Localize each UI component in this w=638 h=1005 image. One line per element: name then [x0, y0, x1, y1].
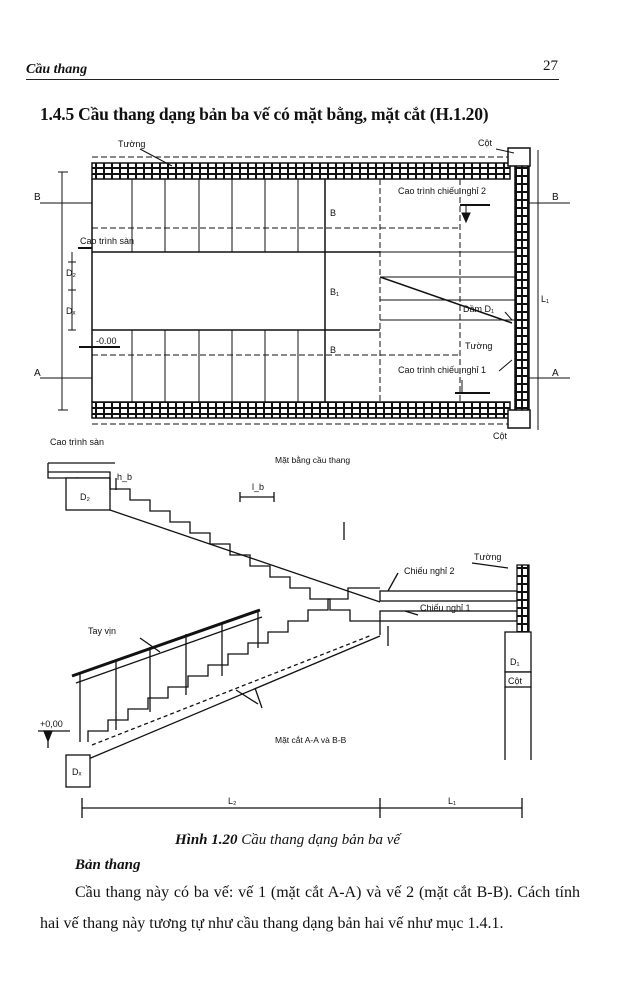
plan-wall-bottom — [91, 401, 511, 419]
section-label-cao-trinh-san: Cao trình sàn — [50, 437, 104, 447]
plan-label-cao-trinh-nghi-1: Cao trình chiếu nghỉ 1 — [398, 365, 486, 375]
header-rule — [26, 79, 559, 80]
plan-wall-right — [514, 162, 530, 419]
figure-caption: Hình 1.20 Cầu thang dạng bản ba vế — [175, 832, 400, 849]
plan-caption: Mặt bằng cầu thang — [275, 455, 350, 465]
section-heading: 1.4.5 Cầu thang dạng bản ba vế có mặt bằ… — [40, 104, 489, 124]
plan-view — [40, 147, 570, 430]
plan-column-bottom — [507, 409, 531, 429]
plan-label-L1-side: L₁ — [541, 294, 549, 304]
section-view — [38, 462, 532, 818]
plan-label-dam-D1: Dầm D₁ — [463, 304, 494, 314]
section-dim-L2: L₂ — [228, 796, 237, 806]
plan-label-cao-trinh-nghi-2: Cao trình chiếu nghỉ 2 — [398, 186, 486, 196]
plan-label-tuong-right: Tường — [465, 341, 492, 351]
section-label-chieu-nghi-1: Chiếu nghỉ 1 — [420, 603, 471, 613]
section-label-D2: D₂ — [80, 492, 90, 502]
running-header: Cầu thang — [26, 62, 88, 77]
plan-label-B-left: B — [34, 192, 41, 203]
plan-label-B-right: B — [552, 192, 559, 203]
plan-label-A-right: A — [552, 368, 559, 379]
section-label-tuong: Tường — [474, 552, 501, 562]
plan-label-A-left: A — [34, 368, 41, 379]
section-label-tay-vin: Tay vịn — [88, 626, 116, 636]
section-caption: Mặt cắt A-A và B-B — [275, 735, 347, 745]
paragraph-1: Cầu thang này có ba vế: vế 1 (mặt cắt A-… — [40, 884, 580, 932]
plan-label-B-top: B — [330, 208, 336, 218]
plan-label-D2: D₂ — [66, 268, 76, 278]
section-label-lb: l_b — [252, 482, 264, 492]
section-label-cot: Cột — [508, 676, 523, 686]
plan-column-top — [507, 147, 531, 167]
section-label-zero: +0,00 — [40, 719, 63, 729]
plan-label-B1: B₁ — [330, 287, 339, 297]
plan-label-Dx: Dₓ — [66, 306, 75, 316]
plan-label-cot-top: Cột — [478, 138, 493, 148]
plan-label-tuong-top: Tường — [118, 139, 145, 149]
plan-label-cao-trinh-san: Cao trình sàn — [80, 236, 134, 246]
figure-number: Hình 1.20 — [175, 832, 238, 848]
plan-label-zero: -0.00 — [96, 336, 117, 346]
section-label-chieu-nghi-2: Chiếu nghỉ 2 — [404, 566, 455, 576]
section-label-D1: D₁ — [510, 657, 520, 667]
section-dim-L1: L₁ — [448, 796, 456, 806]
section-label-Dx: Dₓ — [72, 767, 81, 777]
section-label-hb: h_b — [117, 472, 132, 482]
figure-caption-text: Cầu thang dạng bản ba vế — [241, 832, 401, 848]
plan-wall-top — [91, 162, 511, 180]
plan-label-B-bot: B — [330, 345, 336, 355]
subheading: Bản thang — [75, 857, 141, 873]
body-text: Cầu thang này có ba vế: vế 1 (mặt cắt A-… — [40, 877, 580, 939]
plan-label-cot-bottom: Cột — [493, 431, 508, 441]
page-number: 27 — [543, 58, 558, 74]
